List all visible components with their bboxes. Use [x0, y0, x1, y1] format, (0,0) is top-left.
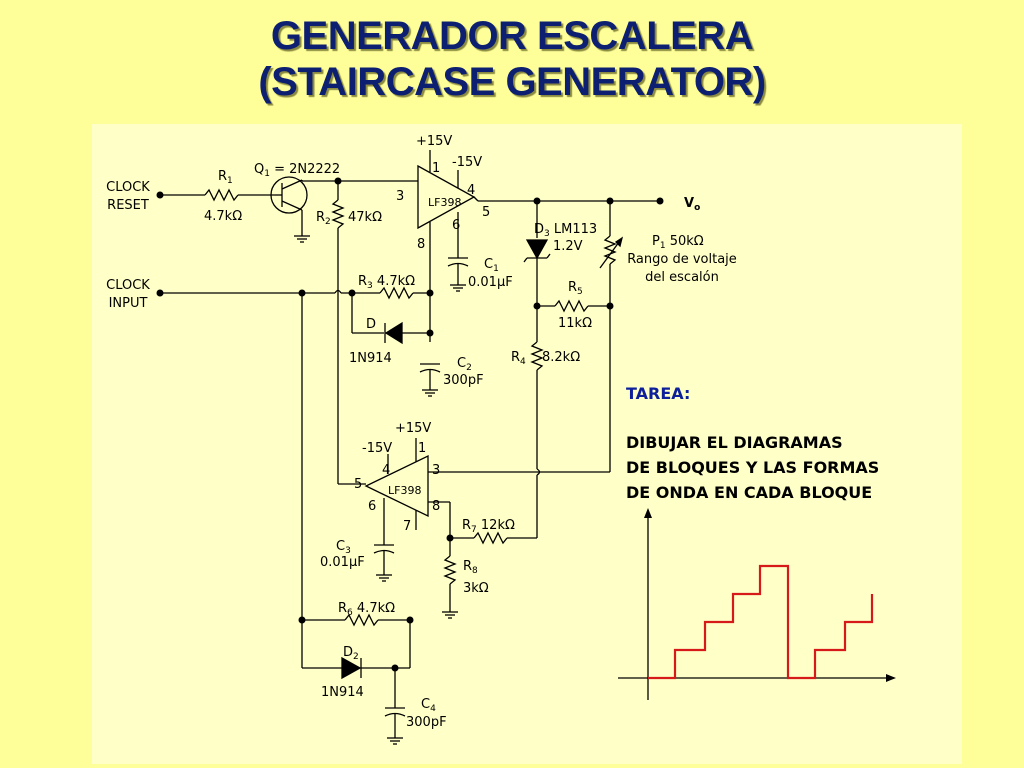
- r5-ref: R5: [568, 280, 583, 297]
- c3-ref: C3: [336, 539, 351, 556]
- p1-desc-line-1: Rango de voltaje: [627, 252, 737, 267]
- d2-ref: D2: [343, 645, 359, 662]
- ic-top-pin-5: 5: [482, 205, 490, 220]
- slide-title-line-2: (STAIRCASE GENERATOR): [258, 60, 766, 104]
- task-line-1: DIBUJAR EL DIAGRAMAS: [626, 433, 843, 452]
- ic-bottom-chip-label: LF398: [388, 484, 421, 497]
- d2-value: 1N914: [321, 685, 364, 700]
- c4-value: 300pF: [406, 715, 447, 730]
- ic-top-pin-3: 3: [396, 189, 404, 204]
- clock-reset-label-1: CLOCK: [106, 180, 150, 195]
- waveform-trace: [648, 564, 874, 680]
- d3-voltage: 1.2V: [553, 239, 583, 254]
- r1-ref: R1: [218, 169, 233, 186]
- q1-label: Q1 = 2N2222: [254, 162, 340, 179]
- r2-value: 47kΩ: [348, 210, 382, 225]
- ic-bottom-supply-neg: -15V: [362, 441, 392, 456]
- c4-ref: C4: [421, 697, 436, 714]
- output-label: Vo: [684, 196, 700, 213]
- waveform-x-arrow: [886, 674, 896, 682]
- ic-bottom-pin-3: 3: [432, 463, 440, 478]
- ic-top-supply-neg: -15V: [452, 155, 482, 170]
- p1-label: P1 50kΩ: [652, 234, 704, 251]
- r4-value: 8.2kΩ: [542, 350, 580, 365]
- c1-value: 0.01μF: [468, 275, 513, 290]
- task-line-3: DE ONDA EN CADA BLOQUE: [626, 483, 873, 502]
- clock-input-label-2: INPUT: [109, 296, 148, 311]
- r7-label: R7 12kΩ: [462, 518, 515, 535]
- slide-title-line-1: GENERADOR ESCALERA: [270, 14, 754, 58]
- ic-top-pin-4: 4: [467, 183, 475, 198]
- wiring: [160, 150, 660, 738]
- c2-value: 300pF: [443, 373, 484, 388]
- d-ref: D: [366, 317, 376, 332]
- clock-input-label-1: CLOCK: [106, 278, 150, 293]
- d-value: 1N914: [349, 351, 392, 366]
- ic-top-pin-8: 8: [417, 237, 425, 252]
- c2-ref: C2: [457, 356, 472, 373]
- r8-value: 3kΩ: [463, 581, 489, 596]
- task-line-2: DE BLOQUES Y LAS FORMAS: [626, 458, 880, 477]
- ic-bottom-supply-pos: +15V: [395, 421, 431, 436]
- c1-ref: C1: [484, 257, 499, 274]
- ground-symbols: [294, 235, 466, 745]
- junction-dots: [156, 177, 664, 672]
- ic-bottom-pin-6: 6: [368, 499, 376, 514]
- waveform-y-arrow: [644, 508, 652, 518]
- r1-value: 4.7kΩ: [204, 209, 242, 224]
- clock-reset-label-2: RESET: [107, 198, 149, 213]
- task-heading: TAREA:: [626, 384, 691, 403]
- staircase-schematic: CLOCK RESET CLOCK INPUT Vo R1 4.7kΩ Q1 =…: [106, 134, 896, 745]
- ic-top-pin-6: 6: [452, 218, 460, 233]
- p1-desc-line-2: del escalón: [645, 270, 719, 285]
- r4-ref: R4: [511, 350, 526, 367]
- ic-top-chip-label: LF398: [428, 196, 461, 209]
- waveform-sketch: [618, 508, 896, 700]
- ic-bottom-pin-4: 4: [382, 463, 390, 478]
- c3-value: 0.01μF: [320, 555, 365, 570]
- r8-ref: R8: [463, 559, 478, 576]
- d3-label: D3 LM113: [534, 222, 597, 239]
- schematic-panel: CLOCK RESET CLOCK INPUT Vo R1 4.7kΩ Q1 =…: [92, 124, 962, 764]
- task-body: DIBUJAR EL DIAGRAMAS DE BLOQUES Y LAS FO…: [626, 430, 879, 505]
- ic-top-pin-1: 1: [432, 161, 440, 176]
- ic-bottom-pin-8: 8: [432, 499, 440, 514]
- ic-bottom-pin-1: 1: [418, 441, 426, 456]
- ic-bottom-pin-5: 5: [354, 477, 362, 492]
- ic-top-supply-pos: +15V: [416, 134, 452, 149]
- r3-label: R3 4.7kΩ: [358, 274, 415, 291]
- r6-label: R6 4.7kΩ: [338, 601, 395, 618]
- r2-ref: R2: [316, 210, 331, 227]
- ic-bottom-pin-7: 7: [403, 519, 411, 534]
- r5-value: 11kΩ: [558, 316, 592, 331]
